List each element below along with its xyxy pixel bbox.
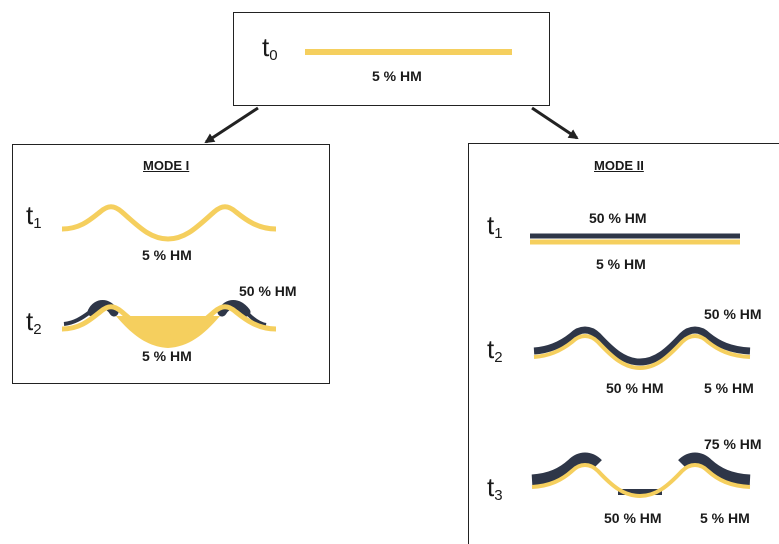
mode-2-time-label-t2: t2 bbox=[487, 334, 503, 366]
mode-1-time-label-t2: t2 bbox=[26, 306, 42, 338]
mode-2-t3-top-label: 75 % HM bbox=[704, 436, 762, 452]
mode-1-title: MODE I bbox=[143, 158, 190, 173]
mode-1-t2-top-label: 50 % HM bbox=[239, 283, 297, 299]
mode-2-t2-wave bbox=[533, 326, 751, 370]
initial-concentration-label: 5 % HM bbox=[372, 68, 422, 84]
mode-2-t2-right-label: 5 % HM bbox=[704, 380, 754, 396]
mode-1-t2-bottom-label: 5 % HM bbox=[142, 348, 192, 364]
mode-2-t2-top-label: 50 % HM bbox=[704, 306, 762, 322]
mode-1-time-label-t1: t1 bbox=[26, 200, 42, 232]
initial-state-box bbox=[233, 12, 550, 106]
mode-1-t1-wave bbox=[61, 204, 277, 242]
mode-2-title: MODE II bbox=[594, 158, 644, 173]
mode-2-t3-mid-label: 50 % HM bbox=[604, 510, 662, 526]
mode-2-t2-mid-label: 50 % HM bbox=[606, 380, 664, 396]
mode-2-t1-top-label: 50 % HM bbox=[589, 210, 647, 226]
mode-2-t3-right-label: 5 % HM bbox=[700, 510, 750, 526]
time-label-t0: t0 bbox=[262, 32, 278, 64]
mode-2-t1-bottom-label: 5 % HM bbox=[596, 256, 646, 272]
mode-1-t1-concentration-label: 5 % HM bbox=[142, 247, 192, 263]
mode-2-t3-wave bbox=[531, 452, 751, 498]
arrow-to-mode-1 bbox=[204, 106, 259, 144]
arrow-to-mode-2 bbox=[531, 106, 579, 140]
mode-2-time-label-t1: t1 bbox=[487, 210, 503, 242]
mode-1-t2-wave bbox=[61, 300, 277, 348]
mode-2-time-label-t3: t3 bbox=[487, 472, 503, 504]
